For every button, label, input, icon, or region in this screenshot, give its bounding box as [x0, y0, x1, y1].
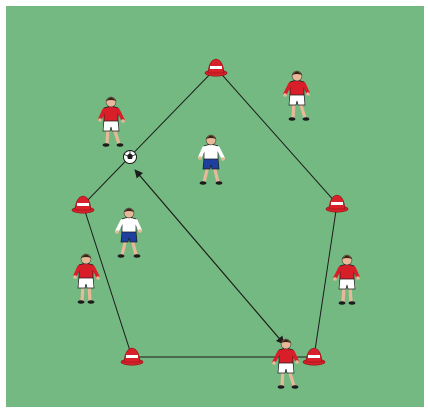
soccer-ball-icon [124, 151, 137, 164]
pitch [6, 6, 424, 407]
